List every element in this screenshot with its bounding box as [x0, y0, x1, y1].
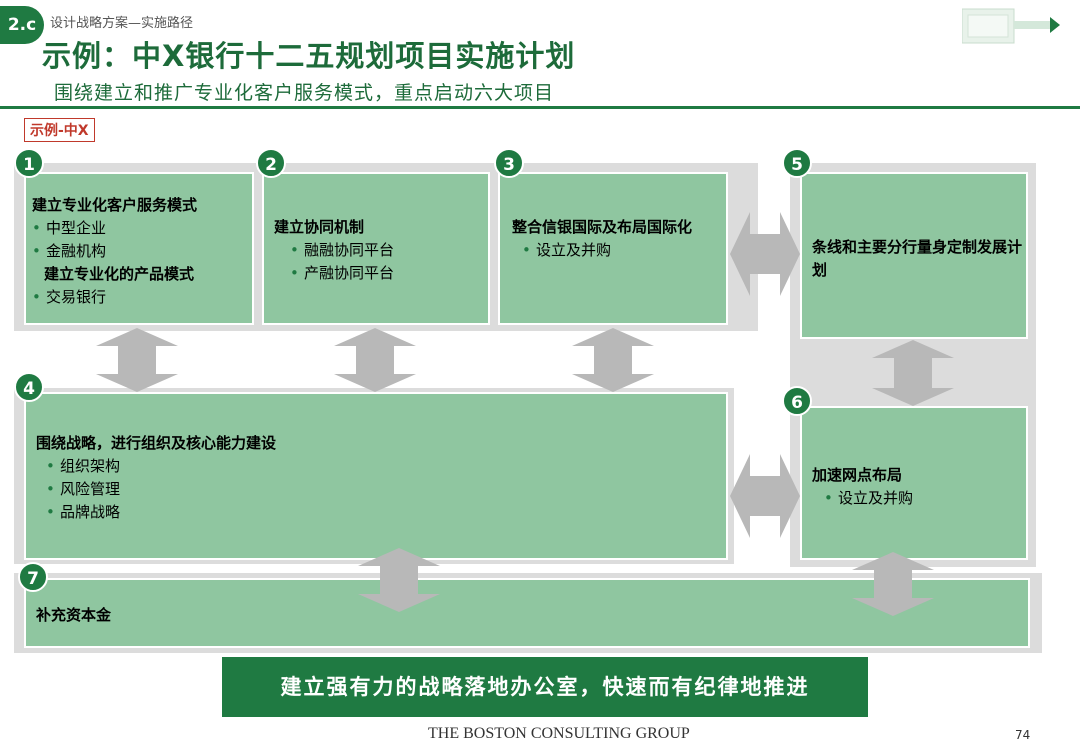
arrow-1-4-icon: [96, 328, 178, 392]
conclusion-banner: 建立强有力的战略落地办公室，快速而有纪律地推进: [222, 657, 868, 717]
project-number-1: 1: [14, 148, 44, 178]
box1-bullet-1: 中型企业: [32, 217, 252, 240]
arrow-3-5-icon: [730, 212, 800, 296]
project-box-2: 建立协同机制 融融协同平台 产融协同平台: [262, 172, 490, 325]
project-number-5: 5: [782, 148, 812, 178]
box4-bullet-3: 品牌战略: [46, 501, 716, 524]
project-number-2: 2: [256, 148, 286, 178]
box1-bullet-2: 金融机构: [32, 240, 252, 263]
page-number: 74: [1015, 728, 1030, 742]
box1-heading-2: 建立专业化的产品模式: [32, 263, 252, 286]
box5-heading: 条线和主要分行量身定制发展计划: [812, 236, 1022, 282]
box2-bullet-1: 融融协同平台: [290, 239, 484, 262]
box3-heading: 整合信银国际及布局国际化: [512, 216, 722, 239]
breadcrumb: 设计战略方案—实施路径: [50, 12, 193, 31]
box1-heading-1: 建立专业化客户服务模式: [32, 194, 252, 217]
box7-heading: 补充资本金: [36, 604, 636, 627]
arrow-4-6-icon: [730, 454, 800, 538]
box4-heading: 围绕战略，进行组织及核心能力建设: [36, 432, 716, 455]
project-number-7: 7: [18, 562, 48, 592]
footer-brand: THE BOSTON CONSULTING GROUP: [428, 725, 690, 743]
project-box-4: 围绕战略，进行组织及核心能力建设 组织架构 风险管理 品牌战略: [24, 392, 728, 560]
box6-heading: 加速网点布局: [812, 464, 1022, 487]
project-number-6: 6: [782, 386, 812, 416]
project-box-6: 加速网点布局 设立及并购: [800, 406, 1028, 560]
arrow-2-4-icon: [334, 328, 416, 392]
box1-bullet-3: 交易银行: [32, 286, 252, 309]
page-title: 示例：中X银行十二五规划项目实施计划: [42, 33, 575, 75]
project-box-3: 整合信银国际及布局国际化 设立及并购: [498, 172, 728, 325]
box4-bullet-2: 风险管理: [46, 478, 716, 501]
arrow-4-7-icon: [358, 548, 440, 612]
arrow-3-4-icon: [572, 328, 654, 392]
box2-bullet-2: 产融协同平台: [290, 262, 484, 285]
page-subtitle: 围绕建立和推广专业化客户服务模式，重点启动六大项目: [54, 78, 554, 105]
project-box-5: 条线和主要分行量身定制发展计划: [800, 172, 1028, 339]
box2-heading: 建立协同机制: [274, 216, 484, 239]
box4-bullet-1: 组织架构: [46, 455, 716, 478]
project-number-3: 3: [494, 148, 524, 178]
section-badge: 2.c: [0, 6, 44, 44]
slide-nav-icon: [962, 7, 1062, 45]
project-box-1: 建立专业化客户服务模式 中型企业 金融机构 建立专业化的产品模式 交易银行: [24, 172, 254, 325]
example-tag: 示例-中X: [24, 118, 95, 142]
project-number-4: 4: [14, 372, 44, 402]
box3-bullet-1: 设立及并购: [522, 239, 722, 262]
arrow-6-7-icon: [852, 552, 934, 616]
box6-bullet-1: 设立及并购: [824, 487, 1022, 510]
arrow-5-6-icon: [872, 340, 954, 406]
title-divider: [0, 106, 1080, 109]
